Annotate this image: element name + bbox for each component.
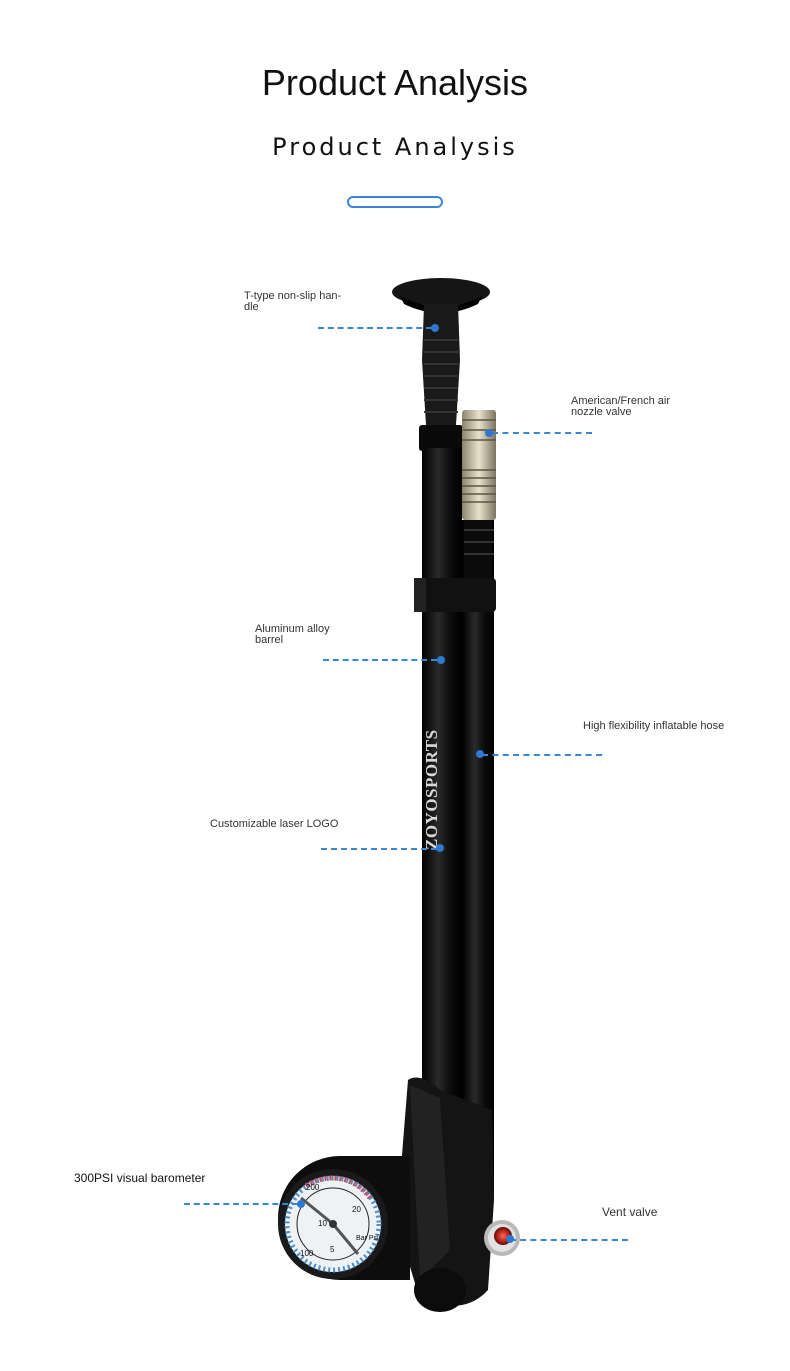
t-handle (392, 278, 490, 451)
callout-logo-line (321, 848, 437, 850)
callout-vent-dot (506, 1235, 514, 1243)
callout-nozzle-label: American/French air nozzle valve (571, 395, 671, 418)
callout-gauge-dot (297, 1200, 305, 1208)
callout-vent-line (510, 1239, 628, 1241)
callout-handle-label: T-type non-slip han-dle (244, 290, 342, 313)
callout-handle-line (318, 327, 432, 329)
callout-barrel-dot (437, 656, 445, 664)
hose (462, 520, 494, 1200)
barrel-clip (414, 578, 496, 612)
callout-hose-line (482, 754, 602, 756)
page-subtitle: Product Analysis (272, 133, 518, 161)
title-underline-pill (347, 196, 443, 208)
gauge-number: 100 (300, 1249, 314, 1258)
callout-barrel-label: Aluminum alloy barrel (255, 623, 330, 646)
page-title: Product Analysis (261, 62, 529, 103)
callout-gauge-line (184, 1203, 298, 1205)
gauge-number: 20 (352, 1205, 361, 1214)
callout-gauge-label: 300PSI visual barometer (74, 1171, 206, 1185)
callout-vent-label: Vent valve (602, 1205, 658, 1219)
callout-nozzle-line (492, 432, 592, 434)
gauge-number: 5 (330, 1245, 335, 1254)
callout-hose-label: High flexibility inflatable hose (583, 720, 725, 732)
brand-logo: ZOYOSPORTS (422, 729, 441, 850)
gauge-number: 200 (306, 1183, 320, 1192)
callout-barrel-line (323, 659, 437, 661)
barrel (422, 448, 462, 1108)
gauge-units: Bar Psi (356, 1235, 379, 1242)
vent-valve (484, 1220, 520, 1256)
callout-hose-dot (476, 750, 484, 758)
gauge-number: 10 (318, 1219, 327, 1228)
callout-logo-dot (436, 844, 444, 852)
callout-logo-label: Customizable laser LOGO (210, 818, 339, 830)
callout-nozzle-dot (485, 429, 493, 437)
callout-handle-dot (431, 324, 439, 332)
pressure-gauge: 200 100 10 20 5 Bar Psi (278, 1156, 410, 1280)
pump-base (400, 1077, 494, 1312)
nozzle-valve (462, 410, 496, 520)
